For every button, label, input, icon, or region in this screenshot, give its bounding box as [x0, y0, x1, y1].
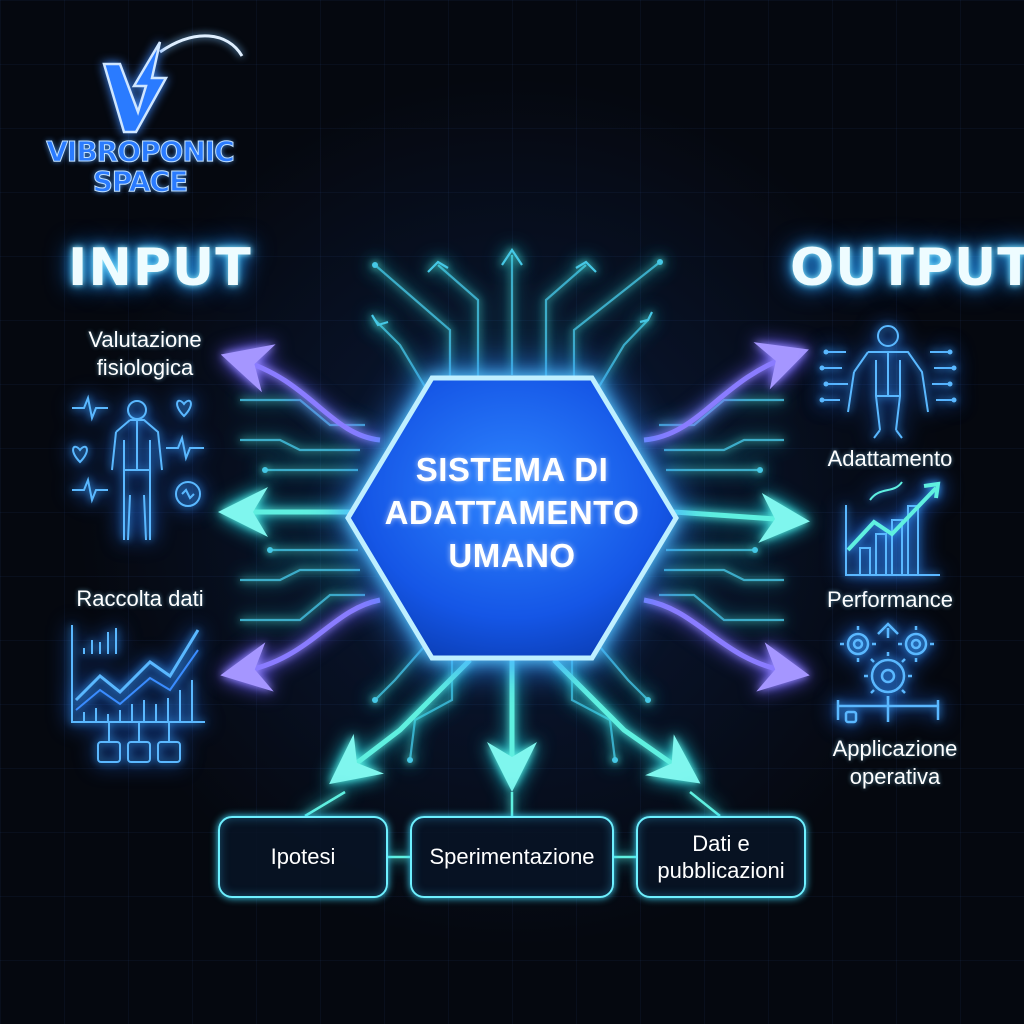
- arrow-down-left: [329, 658, 472, 785]
- arrow-output-upper: [643, 342, 809, 443]
- output-label-adaptation: Adattamento: [827, 446, 953, 471]
- arrow-input-lower: [220, 597, 381, 692]
- process-box-experimentation: Sperimentazione: [410, 816, 614, 898]
- input-heading: INPUT: [68, 238, 252, 298]
- arrow-down-right: [552, 658, 701, 784]
- arrow-input-upper: [220, 344, 381, 443]
- center-title: SISTEMA DI ADATTAMENTO UMANO: [384, 451, 640, 574]
- input-label-data-collection: Raccolta dati: [76, 586, 204, 611]
- input-label-physiological-assessment: Valutazione fisiologica: [88, 327, 202, 380]
- process-label-data-publications: Dati e pubblicazioni: [657, 830, 785, 884]
- arrow-output-middle: [673, 492, 810, 543]
- process-label-hypothesis: Ipotesi: [270, 844, 336, 870]
- logo-wordmark-line2: SPACE: [92, 165, 188, 198]
- logo-wordmark-line1: VIBROPONIC: [46, 135, 236, 168]
- process-box-hypothesis: Ipotesi: [218, 816, 388, 898]
- output-heading: OUTPUT: [790, 238, 1024, 298]
- arrow-output-lower: [643, 597, 810, 692]
- output-label-performance: Performance: [827, 587, 953, 612]
- output-label-operational-application: Applicazione operativa: [832, 736, 958, 789]
- process-box-data-publications: Dati e pubblicazioni: [636, 816, 806, 898]
- process-label-experimentation: Sperimentazione: [429, 844, 595, 870]
